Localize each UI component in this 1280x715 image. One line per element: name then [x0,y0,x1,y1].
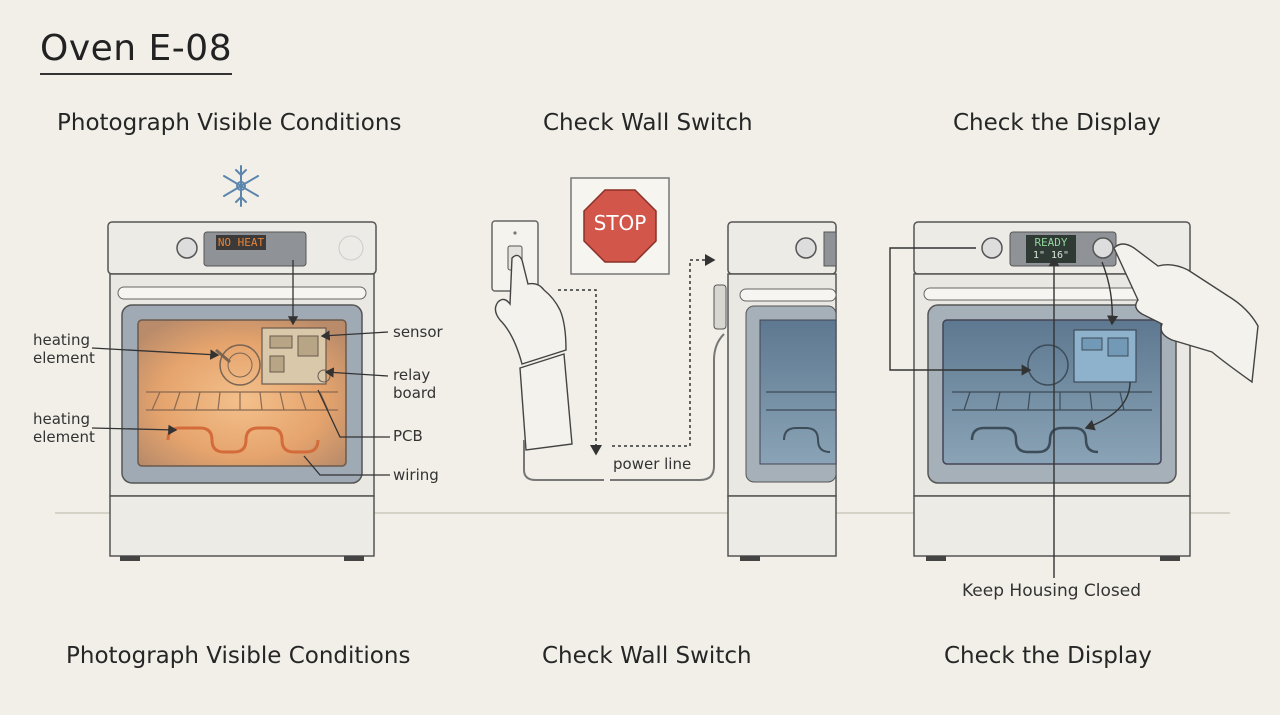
heading-photograph-bottom: Photograph Visible Conditions [66,643,411,669]
oven-left [91,165,390,561]
caption-keep-housing-closed: Keep Housing Closed [962,581,1142,601]
oven-display-no-heat: NO HEAT [217,236,265,249]
label-wiring: wiring [393,466,439,484]
oven-display-time: 1" 16" [1032,250,1070,261]
label-relay-board: relay board [393,366,437,402]
heading-photograph-top: Photograph Visible Conditions [57,110,402,136]
oven-right [889,221,1259,578]
heading-wall-switch-bottom: Check Wall Switch [542,643,752,669]
heading-display-top: Check the Display [953,110,1161,136]
wall-switch-scene [491,177,837,561]
heading-display-bottom: Check the Display [944,643,1152,669]
label-pcb: PCB [393,427,423,445]
label-heating-element-upper: heating element [33,331,95,367]
page-title: Oven E-08 [40,28,233,75]
stop-sign-text: STOP [593,211,647,235]
oven-display-ready: READY [1034,236,1068,249]
heading-wall-switch-top: Check Wall Switch [543,110,753,136]
label-sensor: sensor [393,323,443,341]
snowflake-icon [223,165,259,207]
label-heating-element-lower: heating element [33,410,95,446]
label-power-line: power line [613,455,692,473]
